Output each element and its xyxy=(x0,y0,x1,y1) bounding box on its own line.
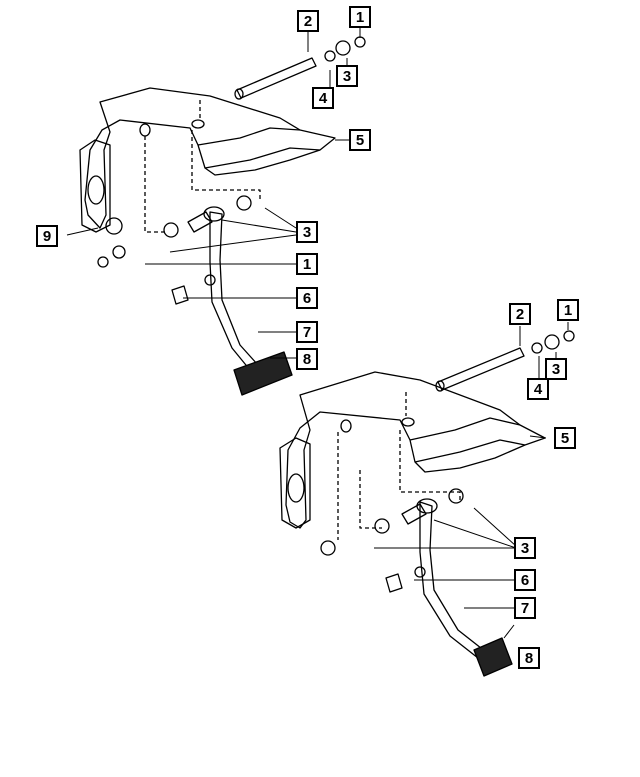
upper-bracket-dashed-leaders xyxy=(144,100,261,233)
callout-u-3b: 3 xyxy=(296,221,318,243)
callout-l-1: 1 xyxy=(557,299,579,321)
callout-u-4: 4 xyxy=(312,87,334,109)
callout-number: 2 xyxy=(303,12,313,30)
upper-nut-9 xyxy=(105,217,123,235)
lower-bracket-mount-hole-2 xyxy=(401,417,415,427)
callout-number: 5 xyxy=(560,429,570,447)
lower-pivot-shaft xyxy=(437,347,525,391)
upper-bracket-lip xyxy=(197,127,321,169)
upper-nut-bottom-2 xyxy=(97,256,109,268)
callout-l-7: 7 xyxy=(514,597,536,619)
upper-washer xyxy=(324,50,336,62)
lower-nut xyxy=(544,334,560,350)
callout-u-2: 2 xyxy=(297,10,319,32)
callout-number: 9 xyxy=(42,227,52,245)
callout-number: 6 xyxy=(302,289,312,307)
callout-l-3a: 3 xyxy=(545,358,567,380)
lower-nut-right xyxy=(448,488,464,504)
callout-number: 3 xyxy=(551,360,561,378)
callout-l-5: 5 xyxy=(554,427,576,449)
callout-number: 5 xyxy=(355,131,365,149)
lower-stud xyxy=(414,566,426,578)
lower-nut-bottom xyxy=(320,540,336,556)
lower-small-nut xyxy=(563,330,575,342)
callout-u-6: 6 xyxy=(296,287,318,309)
callout-u-3a: 3 xyxy=(336,65,358,87)
callout-number: 7 xyxy=(302,323,312,341)
callout-number: 1 xyxy=(302,255,312,273)
lower-bracket-lip xyxy=(409,417,526,463)
lower-pedal-pad xyxy=(473,637,513,677)
upper-nut-left xyxy=(163,222,179,238)
callout-l-4: 4 xyxy=(527,378,549,400)
callout-number: 1 xyxy=(563,301,573,319)
callout-u-1: 1 xyxy=(349,6,371,28)
upper-pedal-pivot-bushing xyxy=(203,206,225,222)
upper-pedal-bushing-body xyxy=(187,211,213,233)
callout-u-5: 5 xyxy=(349,129,371,151)
upper-assembly xyxy=(66,28,366,396)
upper-bracket-mount-hole-2 xyxy=(191,119,205,129)
callout-number: 7 xyxy=(520,599,530,617)
upper-small-nut xyxy=(354,36,366,48)
callout-l-2: 2 xyxy=(509,303,531,325)
lower-bracket-dashed-leaders xyxy=(337,392,461,540)
callout-l-3b: 3 xyxy=(514,537,536,559)
upper-nut-right xyxy=(236,195,252,211)
upper-pedal-pad xyxy=(233,351,293,396)
upper-bracket-mount-hole xyxy=(139,123,151,137)
callout-u-9: 9 xyxy=(36,225,58,247)
callout-number: 6 xyxy=(520,571,530,589)
callout-number: 8 xyxy=(302,350,312,368)
callout-number: 3 xyxy=(302,223,312,241)
upper-nut xyxy=(335,40,351,56)
callout-number: 3 xyxy=(520,539,530,557)
lower-pivot-shaft-end xyxy=(435,380,445,392)
callout-number: 8 xyxy=(524,649,534,667)
callout-u-1b: 1 xyxy=(296,253,318,275)
callout-u-7: 7 xyxy=(296,321,318,343)
lower-leader-lines xyxy=(374,322,569,639)
lower-bracket-side-plate xyxy=(279,437,311,529)
callout-u-8: 8 xyxy=(296,348,318,370)
callout-l-6: 6 xyxy=(514,569,536,591)
callout-number: 4 xyxy=(318,89,328,107)
lower-washer xyxy=(531,342,543,354)
upper-stud xyxy=(204,274,216,286)
callout-l-8: 8 xyxy=(518,647,540,669)
upper-pivot-shaft-end xyxy=(234,88,244,100)
callout-number: 4 xyxy=(533,380,543,398)
lower-pedal-bushing-body xyxy=(401,503,427,525)
upper-pivot-shaft xyxy=(236,57,317,99)
callout-number: 3 xyxy=(342,67,352,85)
upper-leader-lines xyxy=(66,28,361,359)
lower-nut-left xyxy=(374,518,390,534)
lower-assembly xyxy=(279,322,575,677)
upper-bracket-side-plate xyxy=(79,139,111,233)
lower-clip xyxy=(385,573,403,593)
upper-clip xyxy=(171,285,189,305)
upper-bracket-hole xyxy=(87,175,105,205)
lower-bracket-hole xyxy=(287,473,305,503)
callout-number: 2 xyxy=(515,305,525,323)
upper-nut-bottom xyxy=(112,245,126,259)
upper-pedal-arm xyxy=(209,211,259,371)
lower-bracket-housing xyxy=(285,371,546,529)
lower-bracket-mount-hole xyxy=(340,419,352,433)
callout-number: 1 xyxy=(355,8,365,26)
